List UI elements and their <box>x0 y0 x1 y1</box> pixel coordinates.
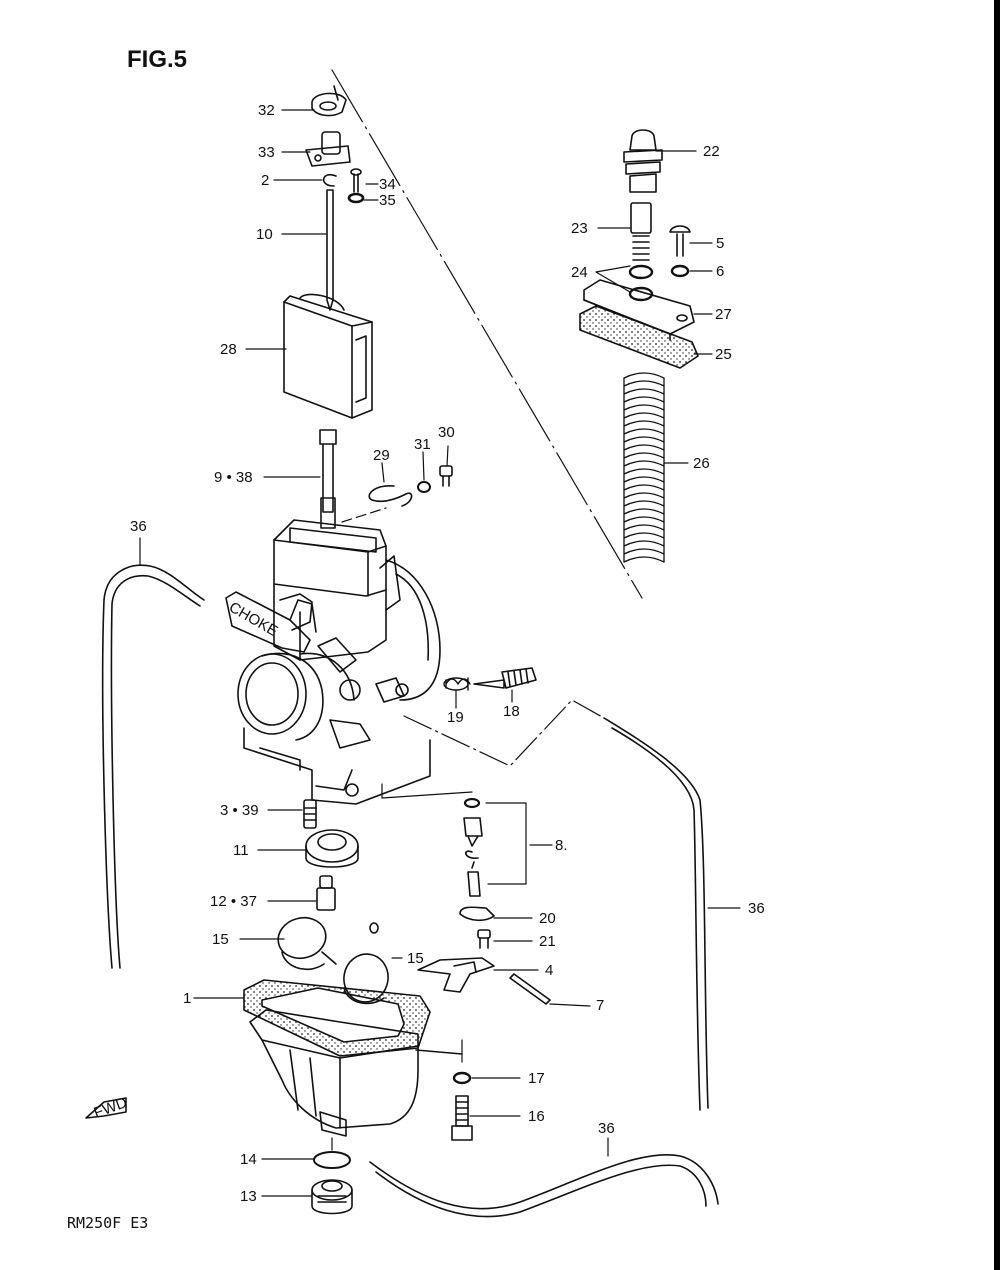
part-26-spring <box>623 372 665 563</box>
callout-28: 28 <box>220 341 237 358</box>
page-edge-bar <box>994 0 1000 1270</box>
part-14-oring <box>313 1151 351 1169</box>
part-22-cable-cap <box>623 129 663 193</box>
part-29-cable-clip <box>368 485 413 507</box>
part-11-jet-holder <box>305 829 359 868</box>
part-33-cable-adjuster <box>305 131 351 167</box>
callout-23: 23 <box>571 220 588 237</box>
callout-20: 20 <box>539 910 556 927</box>
callout-36-left: 36 <box>130 518 147 535</box>
callout-15-right: 15 <box>407 950 424 967</box>
callout-36-right: 36 <box>748 900 765 917</box>
callout-2: 2 <box>261 172 269 189</box>
part-5-screw <box>669 225 691 257</box>
part-9-38-throttle-stop <box>319 429 337 529</box>
callout-18: 18 <box>503 703 520 720</box>
part-36-tube-left <box>101 564 205 969</box>
callout-labels: 32 33 2 34 35 10 28 22 23 5 24 6 27 25 2… <box>130 102 765 1205</box>
callout-21: 21 <box>539 933 556 950</box>
part-24-oring-a <box>628 264 654 280</box>
callout-1: 1 <box>183 990 191 1007</box>
part-2-clip <box>322 173 337 187</box>
callout-13: 13 <box>240 1188 257 1205</box>
assembly-line-top <box>331 69 643 599</box>
part-10-jet-needle <box>326 189 334 311</box>
part-3-39-pilot-jet <box>303 799 317 829</box>
callout-8: 8. <box>555 837 568 854</box>
assembly-line-middle <box>403 699 605 767</box>
carburetor-body <box>237 519 441 805</box>
part-4-float-arm <box>417 957 495 993</box>
callout-29: 29 <box>373 447 390 464</box>
callout-12-37: 12 • 37 <box>210 893 257 910</box>
callout-6: 6 <box>716 263 724 280</box>
callout-32: 32 <box>258 102 275 119</box>
callout-35: 35 <box>379 192 396 209</box>
callout-33: 33 <box>258 144 275 161</box>
callout-25: 25 <box>715 346 732 363</box>
part-35-washer <box>347 192 365 204</box>
part-19-air-screw-spring <box>443 677 471 691</box>
part-24-oring-b <box>628 286 654 302</box>
part-17-washer <box>452 1071 472 1085</box>
assembly-line-cable <box>341 507 387 523</box>
callout-34: 34 <box>379 176 396 193</box>
part-25-gasket <box>579 305 699 369</box>
part-23-adjuster <box>630 202 652 261</box>
part-28-throttle-valve <box>283 293 373 419</box>
part-16-bolt <box>451 1095 473 1141</box>
part-13-drain-plug <box>311 1179 353 1215</box>
figure-title: FIG.5 <box>127 46 188 73</box>
float-pin-boss <box>369 922 379 934</box>
choke-lever <box>225 591 317 653</box>
callout-17: 17 <box>528 1070 545 1087</box>
part-8-needle-valve-set <box>463 797 527 897</box>
callout-27: 27 <box>715 306 732 323</box>
callout-16: 16 <box>528 1108 545 1125</box>
callout-11: 11 <box>233 842 249 859</box>
callout-26: 26 <box>693 455 710 472</box>
callout-9-38: 9 • 38 <box>214 469 253 486</box>
assembly-line-jet <box>381 783 473 799</box>
callout-31: 31 <box>414 436 431 453</box>
part-20-plate <box>459 906 495 922</box>
fwd-arrow-icon <box>85 1097 127 1119</box>
callout-10: 10 <box>256 226 273 243</box>
part-30-screw <box>439 465 453 487</box>
part-15-float-left <box>277 916 337 970</box>
callout-15-left: 15 <box>212 931 229 948</box>
callout-30: 30 <box>438 424 455 441</box>
model-code: RM250F E3 <box>67 1214 149 1232</box>
callout-7: 7 <box>596 997 604 1014</box>
part-36-tube-bottom <box>369 1154 719 1210</box>
callout-3-39: 3 • 39 <box>220 802 259 819</box>
callout-36-bottom: 36 <box>598 1120 615 1137</box>
part-31-washer <box>417 481 431 493</box>
part-32-cable-guide <box>311 85 347 117</box>
part-21-screw <box>477 929 491 949</box>
part-36-tube-right <box>603 717 709 1109</box>
part-6-washer <box>670 264 690 278</box>
float-bowl <box>249 1009 463 1137</box>
part-34-screw <box>350 168 362 193</box>
choke-label: CHOKE <box>226 599 281 640</box>
fwd-label: FWD <box>92 1094 130 1122</box>
callout-22: 22 <box>703 143 720 160</box>
leader-lines <box>139 109 741 1197</box>
callout-19: 19 <box>447 709 464 726</box>
part-7-float-pin <box>509 973 551 1005</box>
callout-14: 14 <box>240 1151 257 1168</box>
callout-5: 5 <box>716 235 724 252</box>
part-18-air-screw <box>473 667 537 689</box>
part-12-37-main-jet <box>316 875 336 911</box>
callout-4: 4 <box>545 962 553 979</box>
callout-24: 24 <box>571 264 588 281</box>
part-1-bowl-gasket <box>243 979 431 1057</box>
